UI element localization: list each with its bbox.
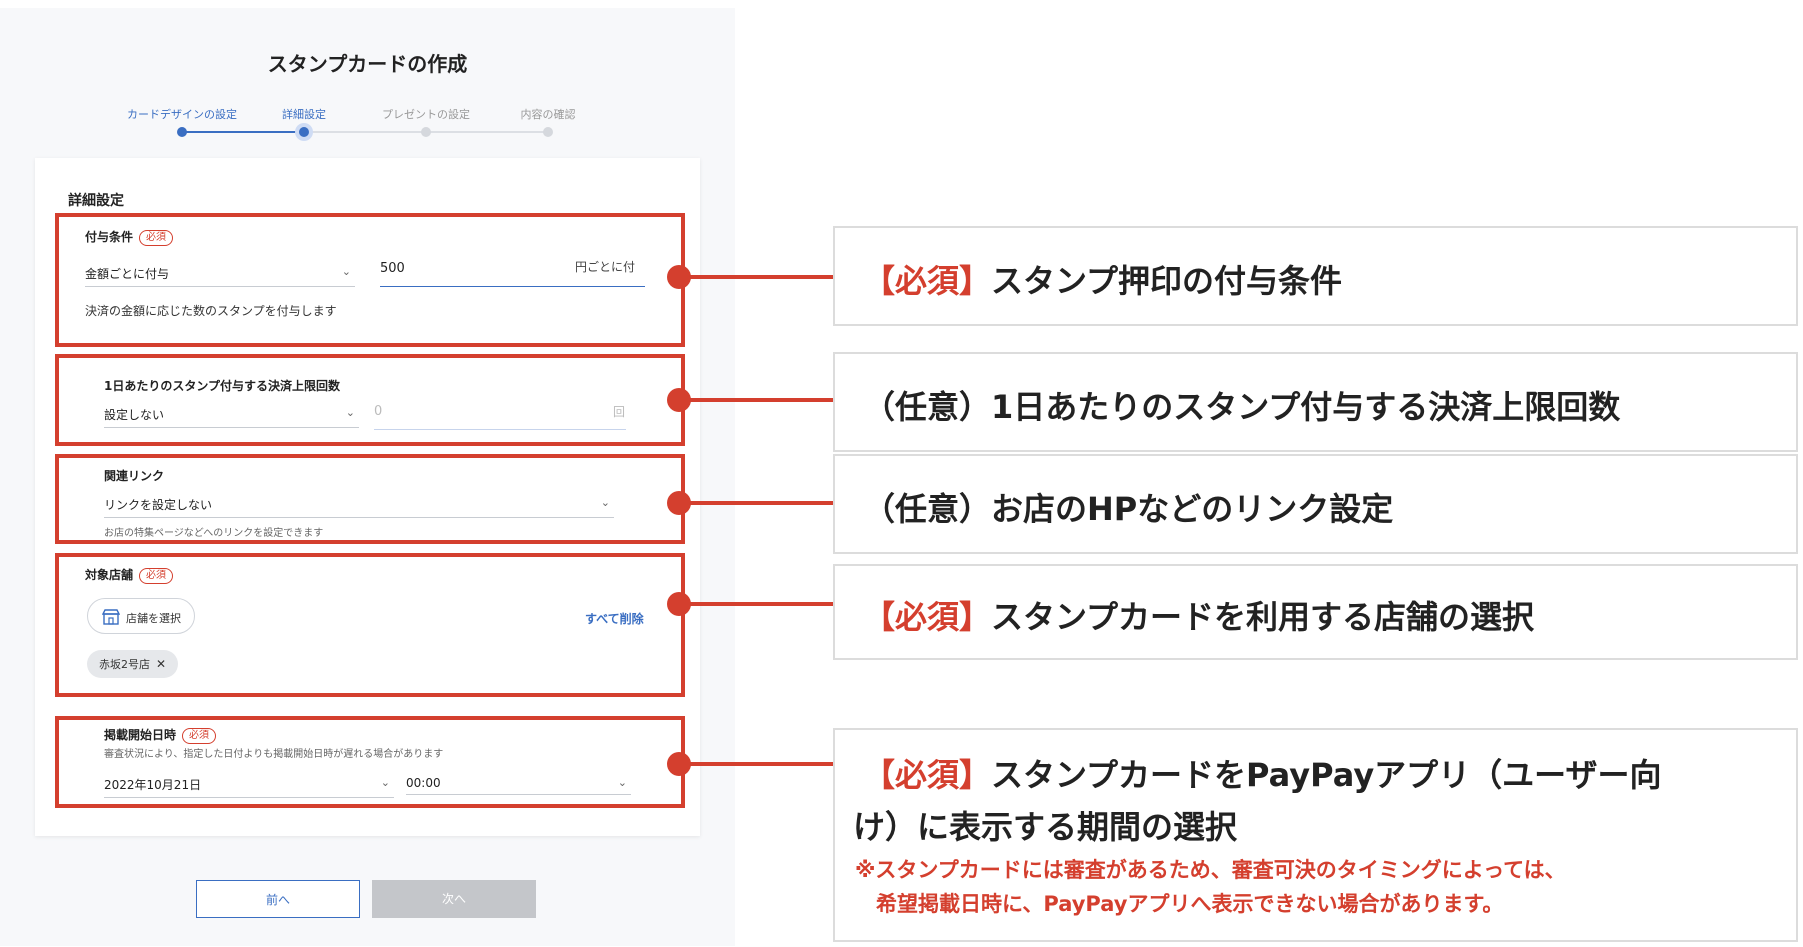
chevron-down-icon: ⌄ bbox=[380, 776, 390, 789]
callout-body: スタンプ押印の付与条件 bbox=[991, 262, 1343, 300]
required-badge: 必須 bbox=[139, 229, 174, 246]
callout-note-line2: 希望掲載日時に、PayPayアプリへ表示できない場合があります。 bbox=[855, 892, 1504, 916]
store-chip[interactable]: 赤坂2号店 ✕ bbox=[87, 650, 179, 678]
publish-start-label: 掲載開始日時必須 bbox=[104, 726, 217, 744]
step-dot bbox=[543, 127, 553, 137]
grant-helper-text: 決済の金額に応じた数のスタンプを付与します bbox=[85, 304, 337, 318]
highlight-daily-limit bbox=[55, 354, 685, 446]
callout-related-link: （任意）お店のHPなどのリンク設定 bbox=[833, 454, 1798, 554]
grant-amount-value: 500 bbox=[380, 261, 405, 276]
grant-type-select[interactable]: 金額ごとに付与 ⌄ bbox=[85, 265, 355, 287]
callout-text: 【必須】スタンプカードを利用する店舗の選択 bbox=[863, 592, 1534, 638]
grant-amount-input[interactable]: 500 bbox=[380, 261, 645, 287]
step-label: プレゼントの設定 bbox=[382, 108, 470, 121]
step-dot bbox=[299, 127, 309, 137]
callout-note-line1: ※スタンプカードには審査があるため、審査可決のタイミングによっては、 bbox=[855, 858, 1566, 882]
detail-settings-form bbox=[35, 158, 700, 836]
connector-line bbox=[679, 762, 833, 766]
callout-daily-limit: （任意）1日あたりのスタンプ付与する決済上限回数 bbox=[833, 352, 1798, 452]
chevron-down-icon: ⌄ bbox=[341, 265, 351, 278]
publish-start-helper: 審査状況により、指定した日付よりも掲載開始日時が遅れる場合があります bbox=[104, 749, 444, 760]
connector-line bbox=[679, 602, 833, 606]
daily-limit-label: 1日あたりのスタンプ付与する決済上限回数 bbox=[104, 379, 340, 393]
step-label: カードデザインの設定 bbox=[127, 108, 237, 121]
target-stores-label-text: 対象店舗 bbox=[85, 568, 134, 582]
step-dot bbox=[177, 127, 187, 137]
required-badge: 必須 bbox=[139, 567, 174, 584]
next-button[interactable]: 次へ bbox=[372, 880, 536, 918]
chevron-down-icon: ⌄ bbox=[600, 496, 610, 509]
chevron-down-icon: ⌄ bbox=[617, 776, 627, 789]
connector-line bbox=[679, 275, 833, 279]
callout-publish-period: 【必須】スタンプカードをPayPayアプリ（ユーザー向 け）に表示する期間の選択… bbox=[833, 728, 1798, 942]
publish-time-value: 00:00 bbox=[406, 776, 441, 790]
prev-button[interactable]: 前へ bbox=[196, 880, 360, 918]
clear-all-stores-button[interactable]: すべて削除 bbox=[585, 612, 644, 626]
step-card-design: カードデザインの設定 bbox=[120, 106, 244, 137]
step-confirm: 内容の確認 bbox=[486, 106, 610, 137]
step-detail-settings: 詳細設定 bbox=[242, 106, 366, 137]
chevron-down-icon: ⌄ bbox=[345, 406, 355, 419]
publish-time-select[interactable]: 00:00 ⌄ bbox=[406, 776, 631, 795]
connector-line bbox=[679, 398, 833, 402]
page-title: スタンプカードの作成 bbox=[267, 52, 468, 76]
store-chip-label: 赤坂2号店 bbox=[99, 658, 150, 671]
store-icon bbox=[101, 609, 121, 628]
related-link-label: 関連リンク bbox=[104, 469, 165, 483]
callout-text: （任意）お店のHPなどのリンク設定 bbox=[863, 490, 1394, 528]
related-link-helper: お店の特集ページなどへのリンクを設定できます bbox=[104, 528, 324, 539]
related-link-value: リンクを設定しない bbox=[104, 498, 213, 512]
grant-condition-label: 付与条件必須 bbox=[85, 228, 174, 246]
required-badge: 必須 bbox=[182, 727, 217, 744]
callout-body: スタンプカードを利用する店舗の選択 bbox=[991, 598, 1535, 636]
required-tag: 【必須】 bbox=[863, 598, 992, 636]
publish-date-select[interactable]: 2022年10月21日 ⌄ bbox=[104, 776, 394, 798]
highlight-target-stores bbox=[55, 553, 685, 697]
section-title: 詳細設定 bbox=[68, 193, 124, 209]
step-dot bbox=[421, 127, 431, 137]
daily-limit-count-placeholder: 0 bbox=[374, 404, 383, 419]
select-store-button[interactable]: 店舗を選択 bbox=[87, 598, 195, 634]
daily-limit-count-input[interactable]: 0 bbox=[374, 404, 626, 430]
publish-start-label-text: 掲載開始日時 bbox=[104, 728, 177, 742]
connector-line bbox=[679, 501, 833, 505]
stepper-line-done bbox=[182, 131, 304, 133]
callout-text: 【必須】スタンプ押印の付与条件 bbox=[863, 256, 1342, 302]
related-link-select[interactable]: リンクを設定しない ⌄ bbox=[104, 496, 614, 518]
callout-body: スタンプカードをPayPayアプリ（ユーザー向 bbox=[991, 756, 1662, 794]
grant-type-value: 金額ごとに付与 bbox=[85, 267, 170, 281]
target-stores-label: 対象店舗必須 bbox=[85, 566, 174, 584]
daily-limit-select[interactable]: 設定しない ⌄ bbox=[104, 406, 359, 428]
step-present-settings: プレゼントの設定 bbox=[364, 106, 488, 137]
daily-limit-value: 設定しない bbox=[104, 408, 165, 422]
grant-condition-label-text: 付与条件 bbox=[85, 230, 134, 244]
step-label: 詳細設定 bbox=[282, 108, 326, 121]
grant-unit: 円ごとに付 bbox=[575, 260, 636, 274]
close-icon[interactable]: ✕ bbox=[156, 657, 167, 671]
callout-grant-condition: 【必須】スタンプ押印の付与条件 bbox=[833, 226, 1798, 326]
required-tag: 【必須】 bbox=[863, 262, 992, 300]
callout-text-line2: け）に表示する期間の選択 bbox=[853, 808, 1238, 846]
callout-text: （任意）1日あたりのスタンプ付与する決済上限回数 bbox=[863, 388, 1621, 426]
progress-stepper: カードデザインの設定 詳細設定 プレゼントの設定 内容の確認 bbox=[120, 106, 590, 146]
callout-target-stores: 【必須】スタンプカードを利用する店舗の選択 bbox=[833, 564, 1798, 660]
select-store-label: 店舗を選択 bbox=[126, 612, 181, 625]
step-label: 内容の確認 bbox=[520, 108, 576, 121]
daily-limit-unit: 回 bbox=[613, 405, 626, 419]
required-tag: 【必須】 bbox=[863, 756, 992, 794]
publish-date-value: 2022年10月21日 bbox=[104, 778, 202, 792]
callout-text: 【必須】スタンプカードをPayPayアプリ（ユーザー向 bbox=[863, 750, 1662, 796]
